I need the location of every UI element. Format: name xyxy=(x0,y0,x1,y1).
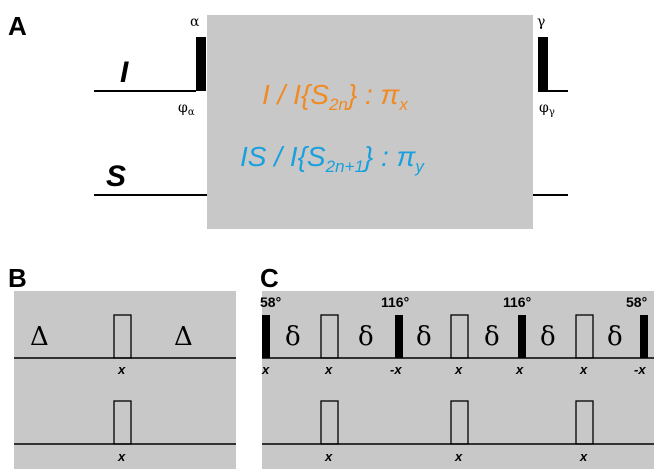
pulse-gamma-label: γ xyxy=(537,14,545,30)
panel-c-box xyxy=(262,291,654,469)
panel-c-phase-top-5: x xyxy=(515,362,524,377)
panel-b-box xyxy=(14,291,236,469)
panel-a: A I S α γ φα φγ I / I{S2n} : πx IS / I{S… xyxy=(8,11,568,229)
panel-c-pulse-58-start xyxy=(262,315,270,358)
panel-b-pulse-top xyxy=(113,314,132,359)
panel-c-pulse-116-second xyxy=(518,315,526,358)
pulse-alpha xyxy=(196,37,206,91)
panel-c-open-pulse-2 xyxy=(450,314,469,359)
panel-a-label: A xyxy=(8,11,27,41)
panel-c-delay-3: δ xyxy=(416,322,432,352)
channel-s-label: S xyxy=(106,160,126,193)
panel-c: C 58° 116° 116° 58° δ δ δ δ δ δ x x -x x xyxy=(260,263,654,469)
panel-c-delay-1: δ xyxy=(285,322,301,352)
panel-c-delay-5: δ xyxy=(540,322,556,352)
pulse-alpha-label: α xyxy=(190,14,200,30)
panel-b: B Δ Δ x x xyxy=(8,263,236,469)
panel-c-angle-1: 58° xyxy=(260,294,281,310)
blue-condition-text: IS / I{S2n+1} : πy xyxy=(240,141,425,176)
panel-c-delay-4: δ xyxy=(484,322,500,352)
panel-c-angle-3: 116° xyxy=(503,294,531,310)
panel-c-angle-4: 58° xyxy=(626,294,647,310)
pulse-gamma xyxy=(538,37,548,91)
panel-c-delay-6: δ xyxy=(607,322,623,352)
panel-c-delay-2: δ xyxy=(358,322,374,352)
panel-b-delay-right: Δ xyxy=(174,322,193,352)
panel-c-phase-bottom-2: x xyxy=(454,449,463,464)
phase-alpha-label: φα xyxy=(178,100,195,118)
panel-c-pulse-116-first xyxy=(395,315,403,358)
panel-c-angle-2: 116° xyxy=(381,294,409,310)
panel-c-s-pulse-1 xyxy=(320,400,339,445)
panel-b-delay-left: Δ xyxy=(30,322,49,352)
panel-c-open-pulse-3 xyxy=(575,314,594,359)
recoupling-block xyxy=(207,15,533,229)
orange-condition-text: I / I{S2n} : πx xyxy=(262,79,408,114)
panel-c-s-pulse-2 xyxy=(450,400,469,445)
panel-c-pulse-58-end xyxy=(640,315,648,358)
panel-b-label: B xyxy=(8,263,27,293)
panel-c-label: C xyxy=(260,263,279,293)
panel-b-phase-bottom: x xyxy=(117,449,126,464)
panel-c-open-pulse-1 xyxy=(320,314,339,359)
panel-b-phase-top: x xyxy=(117,362,126,377)
panel-c-phase-top-3: -x xyxy=(390,362,402,377)
channel-i-label: I xyxy=(120,56,129,89)
panel-c-phase-top-4: x xyxy=(454,362,463,377)
panel-c-phase-bottom-1: x xyxy=(324,449,333,464)
panel-c-phase-top-1: x xyxy=(261,362,270,377)
panel-c-phase-top-2: x xyxy=(324,362,333,377)
panel-c-phase-bottom-3: x xyxy=(579,449,588,464)
phase-gamma-label: φγ xyxy=(539,100,555,118)
panel-c-phase-top-6: x xyxy=(579,362,588,377)
panel-c-phase-top-7: -x xyxy=(634,362,646,377)
panel-b-pulse-bottom xyxy=(113,400,132,445)
panel-c-s-pulse-3 xyxy=(575,400,594,445)
